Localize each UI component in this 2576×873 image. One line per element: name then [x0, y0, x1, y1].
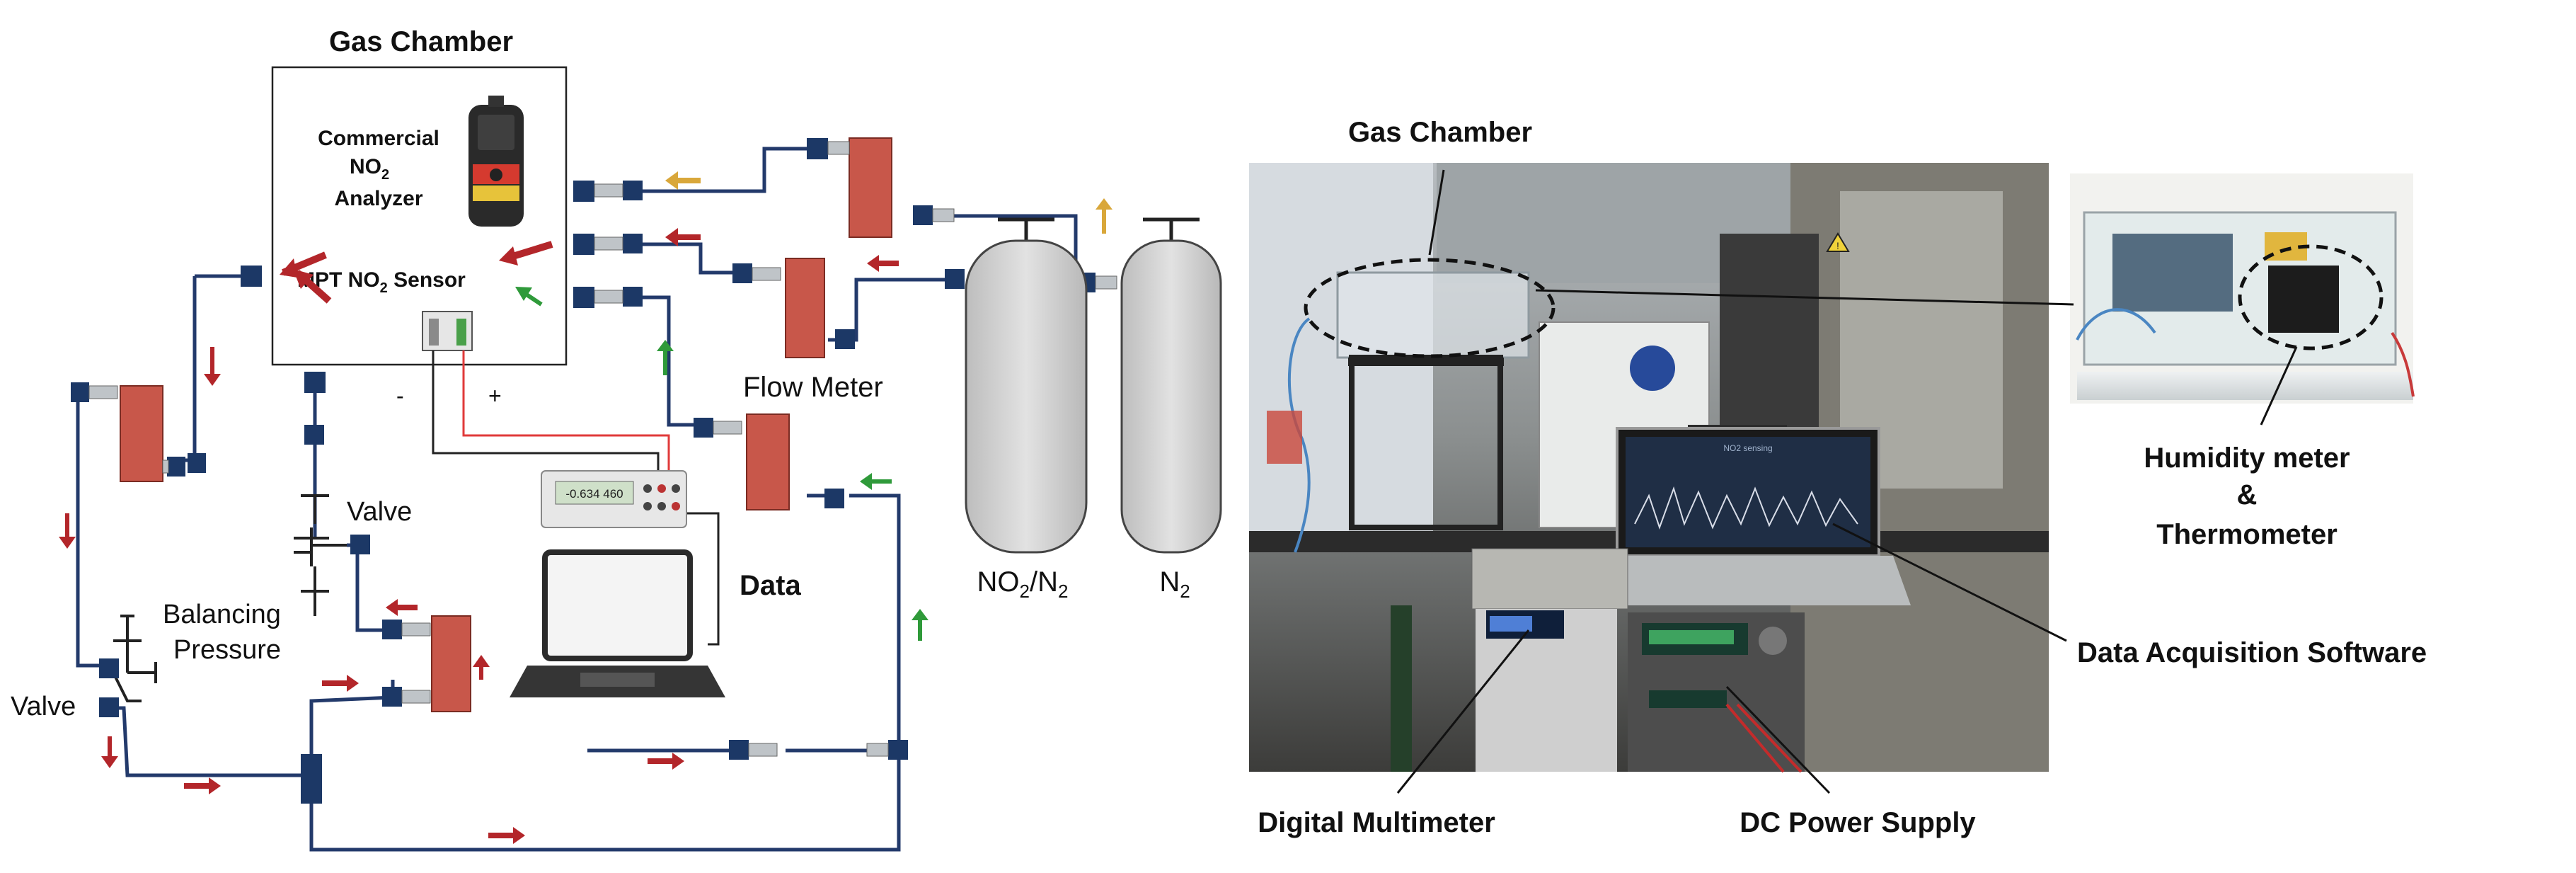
wire-positive: [462, 350, 670, 474]
pointer-humidity: [2260, 346, 2298, 426]
cylinder-no2-label: NO2/N2: [977, 566, 1069, 602]
photo-laptop-screen-title: NO2 sensing: [1723, 443, 1772, 453]
chamber-title: Gas Chamber: [329, 26, 513, 57]
flow-arrows: [59, 171, 1112, 844]
flow-meter-label: Flow Meter: [743, 372, 883, 403]
tube-segment: [347, 543, 389, 632]
valve-lower-label: Valve: [11, 692, 76, 721]
sensor-plus: +: [488, 383, 502, 409]
tube-segment: [76, 393, 106, 668]
pointer-multimeter: [1396, 629, 1530, 794]
humidity-label-line1: Humidity meter: [2144, 443, 2350, 474]
pointer-daq: [1832, 523, 2067, 642]
photo-laptop: NO2 sensing: [1585, 427, 1911, 605]
wire-negative: [432, 350, 660, 474]
chamber-highlight: [1304, 258, 1556, 358]
laptop-icon: [510, 549, 725, 697]
humidity-label-line2: &: [2237, 479, 2258, 510]
tube-connectors: [71, 138, 1117, 804]
mpt-sensor-chip: [422, 311, 473, 351]
daq-label: Data Acquisition Software: [2077, 637, 2427, 668]
tube-segment: [630, 295, 701, 427]
analyzer-label-line3: Analyzer: [334, 187, 422, 210]
cylinder-n2: [1120, 217, 1222, 554]
flowmeter-left: [120, 385, 163, 482]
valve-upper-label: Valve: [347, 497, 412, 527]
upper-valve: [294, 494, 347, 616]
humidity-label-line3: Thermometer: [2156, 519, 2338, 550]
flowmeter-middle: [785, 258, 825, 358]
pointer-chamber-to-inset: [1535, 289, 2074, 306]
inset-chamber-photo: [2070, 173, 2415, 404]
dc-supply-label: DC Power Supply: [1740, 807, 1976, 838]
pointer-chamber-label: [1428, 169, 1445, 256]
data-cable: [679, 512, 720, 646]
cylinder-no2: [965, 217, 1088, 554]
multimeter-device: -0.634 460: [541, 470, 687, 528]
caution-sign-icon: [1826, 232, 1850, 252]
photo-panel: ! NO2 sensing: [1249, 117, 2427, 838]
tube-segment: [849, 493, 901, 751]
photo-gas-chamber-label: Gas Chamber: [1348, 117, 1532, 148]
commercial-analyzer-device: [468, 96, 524, 227]
tube-segment: [309, 751, 901, 852]
balancing-pressure-line2: Pressure: [173, 635, 281, 665]
pointer-dc-supply: [1725, 685, 1831, 794]
cylinder-n2-label: N2: [1159, 566, 1190, 602]
tube-segment: [630, 147, 814, 193]
multimeter-label: Digital Multimeter: [1258, 807, 1495, 838]
sensor-label: MPT NO2 Sensor: [297, 268, 466, 296]
analyzer-label-line1: Commercial: [318, 127, 439, 150]
schematic-panel: Gas Chamber Commercial NO2 Analyzer MPT …: [11, 26, 1222, 852]
balancing-pressure-line1: Balancing: [163, 600, 281, 629]
tube-segment: [309, 680, 395, 775]
flowmeter-bottom: [431, 615, 471, 712]
multimeter-readout: -0.634 460: [565, 487, 623, 501]
caution-sign-mark: !: [1836, 240, 1839, 251]
tube-segment: [184, 276, 197, 462]
tube-segment: [106, 706, 304, 777]
lower-valve: [112, 615, 157, 702]
analyzer-label-line2: NO2: [350, 155, 389, 183]
sensor-minus: -: [396, 383, 404, 409]
flowmeter-top-right: [849, 137, 892, 238]
flowmeter-data: [746, 413, 790, 510]
lab-setup-photo: ! NO2 sensing: [1249, 163, 2049, 773]
tube-segment: [630, 242, 740, 275]
humidity-highlight: [2238, 244, 2384, 350]
data-label: Data: [740, 570, 801, 601]
